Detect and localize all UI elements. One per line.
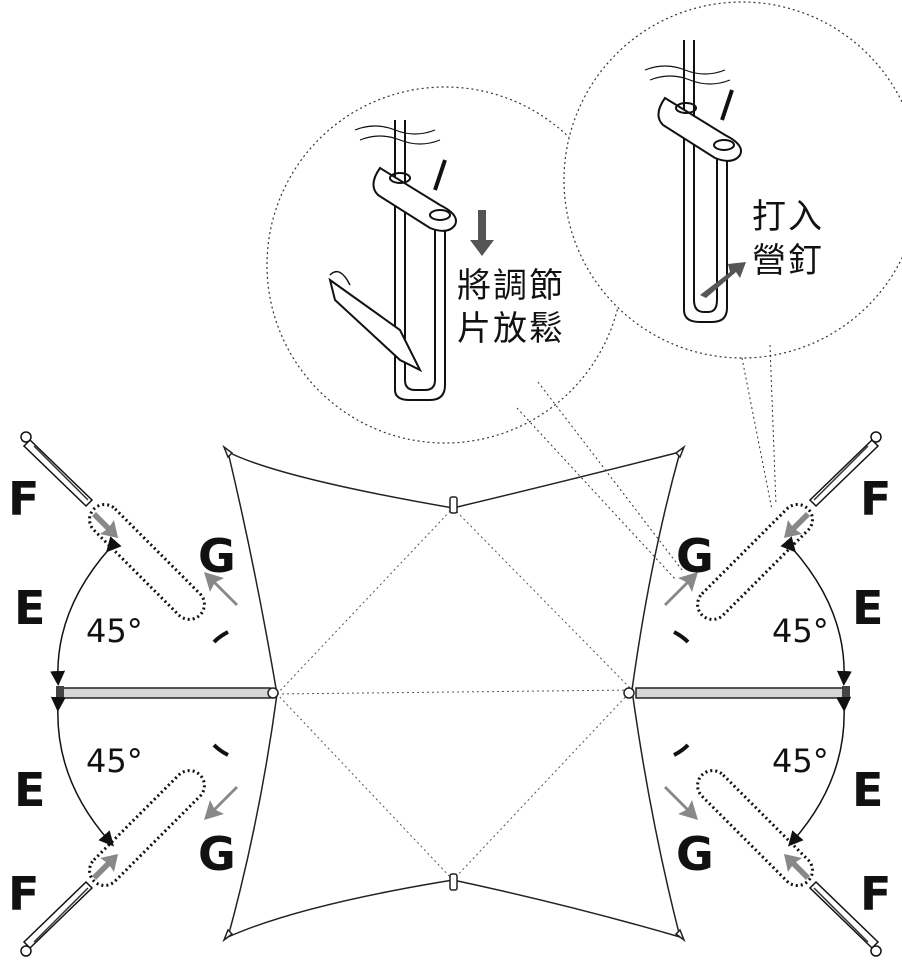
callout-right: 打入 營釘 [563,1,902,511]
label-f-bottom-right: F [860,867,891,921]
f-arrow-bottom-left [92,854,118,880]
loosen-down-arrow [470,210,494,256]
left-pole [56,686,279,700]
tent-corner-clips [222,444,686,943]
stake-bottom-right [808,880,882,957]
tent-inner-dotted-lines [276,507,633,881]
label-e-lower-left: E [14,763,45,817]
f-arrow-top-right [784,512,810,538]
angle-upper-left: 45° [86,612,143,650]
g-arrow-upper-left [204,572,238,606]
label-f-bottom-left: F [8,867,39,921]
angle-upper-right: 45° [772,612,829,650]
label-g-lower-left: G [198,827,236,881]
label-e-upper-left: E [14,581,45,635]
stake-in-arrow [700,262,746,298]
callout-right-line1: 打入 [752,197,824,237]
angle-lower-right: 45° [772,742,829,780]
tent-outline [226,450,682,939]
stake-top-left [20,431,94,508]
callout-left: 將調節 片放鬆 [266,86,683,581]
guyline-left-upper [88,503,229,644]
right-pole [623,686,850,700]
label-g-upper-right: G [676,529,714,583]
label-e-upper-right: E [852,581,883,635]
angle-arcs [50,536,852,847]
label-f-top-right: F [860,472,891,526]
g-arrow-upper-right [664,572,698,606]
callout-left-line1: 將調節 [457,266,565,306]
callout-right-line2: 營釘 [752,241,824,281]
stake-bottom-left [20,880,94,957]
label-g-upper-left: G [198,529,236,583]
gray-arrows [92,512,810,880]
g-arrow-lower-right [664,786,698,820]
stake-top-right [808,431,882,508]
label-e-lower-right: E [852,763,883,817]
f-arrow-top-left [92,512,118,538]
callout-left-line2: 片放鬆 [457,309,565,349]
letter-labels: F F F F G G G G E E E E 45° 45° 45° 45° [8,472,891,921]
guyline-right-upper [673,503,814,644]
label-g-lower-right: G [676,827,714,881]
guyline-right-lower [673,743,814,887]
label-f-top-left: F [8,472,39,526]
f-arrow-bottom-right [784,854,810,880]
g-arrow-lower-left [204,786,238,820]
guyline-left-lower [88,743,229,887]
angle-lower-left: 45° [86,742,143,780]
